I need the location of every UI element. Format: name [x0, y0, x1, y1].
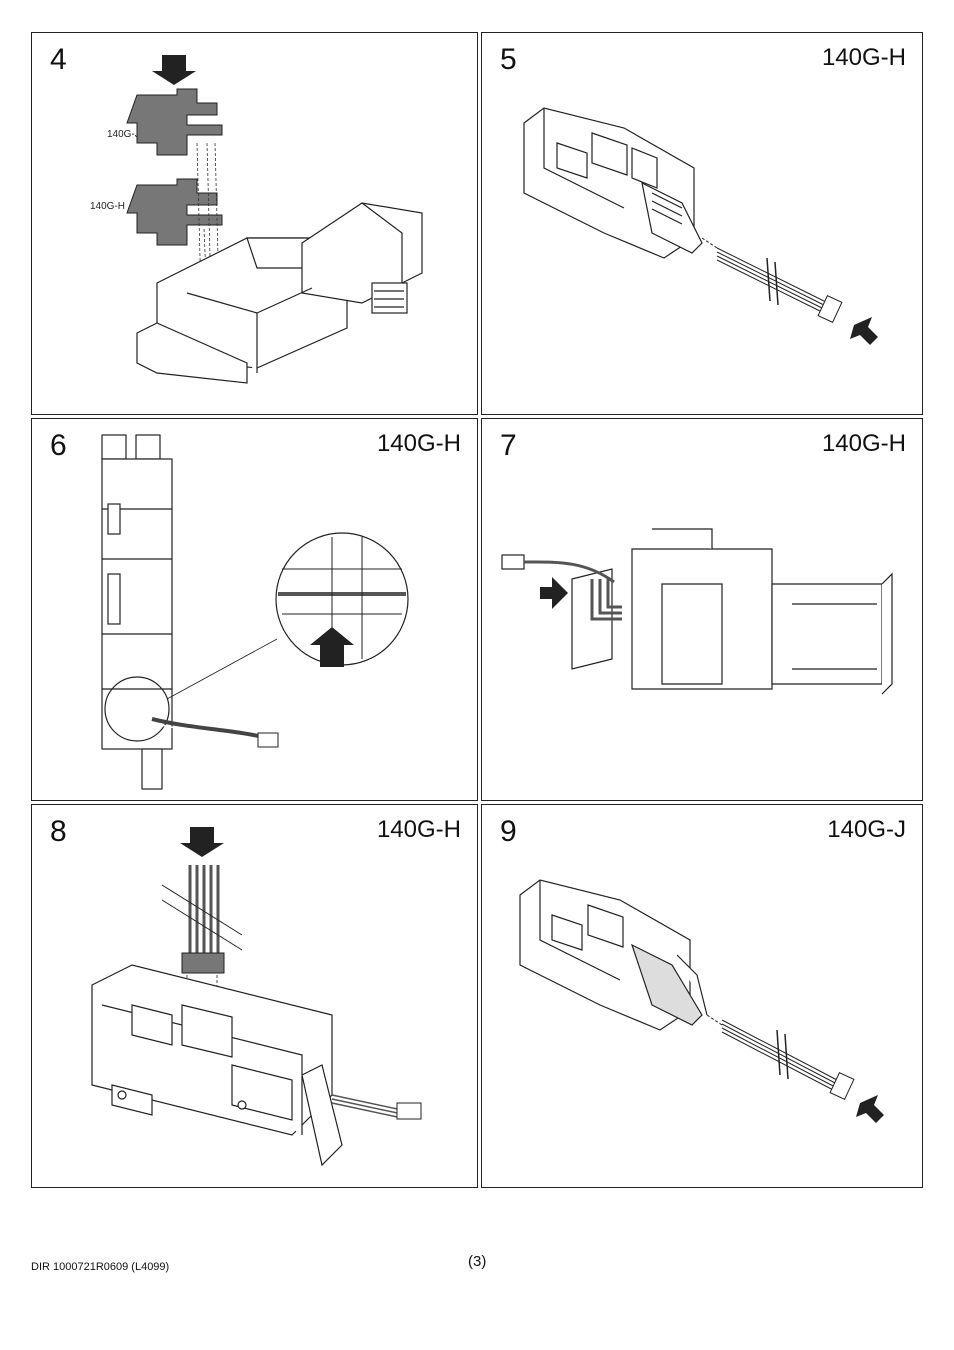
step-number: 5 [500, 43, 517, 76]
document-id: DIR 1000721R0609 (L4099) [31, 1261, 170, 1273]
panel-step-4: 4 140G-J 140G-H [31, 32, 478, 415]
insert-arrow-icon [540, 577, 568, 609]
model-label: 140G-H [821, 430, 906, 457]
assembly-illustration [91, 827, 422, 1167]
part-label-140g-h: 140G-H [90, 201, 126, 212]
model-label: 140G-H [376, 816, 461, 843]
panel-step-8: 8 140G-H [31, 804, 478, 1188]
panel-step-9: 9 140G-J [481, 804, 923, 1188]
assembly-illustration [519, 879, 884, 1123]
assembly-illustration [126, 55, 423, 384]
step-number: 6 [50, 429, 67, 462]
model-label: 140G-H [376, 430, 461, 457]
down-arrow-icon [152, 55, 196, 85]
model-label: 140G-J [827, 816, 906, 843]
push-up-arrow-icon [310, 627, 354, 667]
panel-step-7: 7 140G-H [481, 418, 923, 801]
panel-step-6: 6 140G-H [31, 418, 478, 801]
step-number: 7 [500, 429, 517, 462]
assembly-illustration [501, 528, 893, 695]
assembly-illustration [101, 434, 409, 790]
panel-step-5: 5 140G-H [481, 32, 923, 415]
model-label: 140G-H [821, 44, 906, 71]
step-number: 8 [50, 815, 67, 848]
step-number: 4 [50, 43, 67, 76]
insert-arrow-icon [850, 317, 878, 345]
assembly-illustration [523, 107, 878, 345]
down-arrow-icon [180, 827, 224, 857]
part-label-140g-j: 140G-J [107, 129, 140, 140]
step-number: 9 [500, 815, 517, 848]
page-number: (3) [468, 1253, 487, 1270]
insert-arrow-icon [856, 1095, 884, 1123]
